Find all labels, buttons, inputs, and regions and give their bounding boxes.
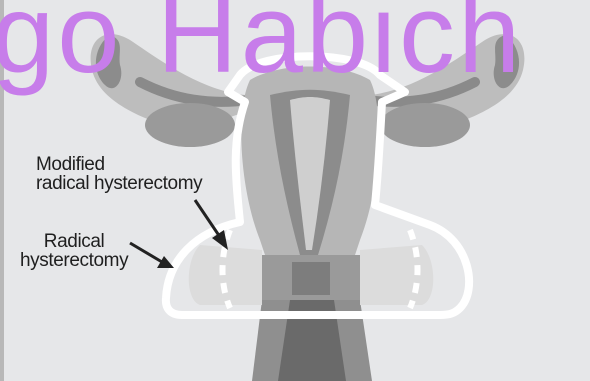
right-parametrium [360, 245, 433, 305]
label-line: Radical [20, 232, 128, 251]
label-line: radical hysterectomy [36, 174, 202, 193]
watermark-text: go Habich [0, 0, 523, 90]
arrow-radical [130, 243, 174, 268]
label-line: hysterectomy [20, 251, 128, 270]
label-modified-radical-hysterectomy: Modified radical hysterectomy [36, 155, 202, 193]
label-line: Modified [36, 155, 202, 174]
label-radical-hysterectomy: Radical hysterectomy [20, 232, 128, 270]
left-ovary [145, 103, 235, 147]
right-ovary [380, 103, 470, 147]
